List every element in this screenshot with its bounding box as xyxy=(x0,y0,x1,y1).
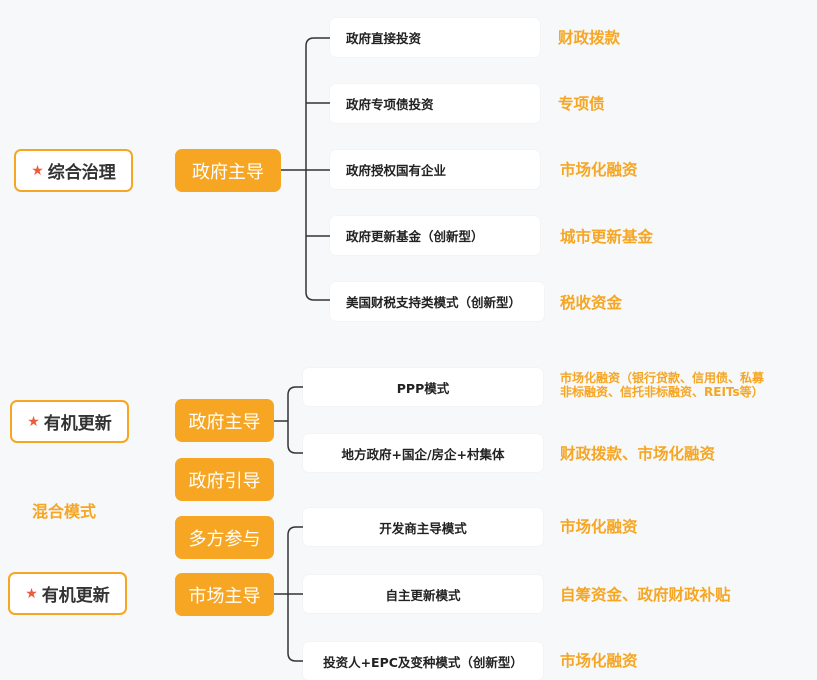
star-icon: ★ xyxy=(31,162,44,179)
leaf-gov-authorized-soe: 政府授权国有企业 xyxy=(330,150,540,189)
hub-market-led: 市场主导 xyxy=(175,573,274,616)
category-organic-renewal-top: ★ 有机更新 xyxy=(10,400,129,443)
funding-market-financing: 市场化融资 xyxy=(560,161,638,179)
category-organic-renewal-bottom: ★ 有机更新 xyxy=(8,572,127,615)
star-icon: ★ xyxy=(27,413,40,430)
hub-government-guided: 政府引导 xyxy=(175,458,274,501)
star-icon: ★ xyxy=(25,585,38,602)
hub-government-led: 政府主导 xyxy=(175,149,281,192)
funding-special-bond: 专项债 xyxy=(558,95,605,113)
leaf-gov-renewal-fund: 政府更新基金（创新型） xyxy=(330,216,540,255)
category-label: 综合治理 xyxy=(47,163,116,183)
mixed-mode-label: 混合模式 xyxy=(32,502,97,521)
funding-urban-renewal-fund: 城市更新基金 xyxy=(560,228,654,246)
funding-tax-revenue: 税收资金 xyxy=(560,294,623,312)
leaf-self-renewal-model: 自主更新模式 xyxy=(303,575,543,613)
leaf-ppp-model: PPP模式 xyxy=(303,368,543,406)
leaf-investor-epc-model: 投资人+EPC及变种模式（创新型） xyxy=(303,642,543,680)
hub-multi-party: 多方参与 xyxy=(175,516,274,559)
leaf-developer-led-model: 开发商主导模式 xyxy=(303,508,543,546)
leaf-gov-direct-investment: 政府直接投资 xyxy=(330,18,540,57)
leaf-us-fiscal-tax-model: 美国财税支持类模式（创新型） xyxy=(330,282,544,321)
funding-line-2: 非标融资、信托非标融资、REITs等） xyxy=(560,385,764,399)
funding-self-raised-subsidy: 自筹资金、政府财政补贴 xyxy=(560,586,731,604)
leaf-local-gov-soe-village: 地方政府+国企/房企+村集体 xyxy=(303,434,543,472)
category-label: 有机更新 xyxy=(43,414,112,434)
category-label: 有机更新 xyxy=(41,586,110,606)
funding-fiscal-and-market: 财政拨款、市场化融资 xyxy=(560,445,716,463)
funding-market-financing-developer: 市场化融资 xyxy=(560,518,638,536)
funding-market-financing-epc: 市场化融资 xyxy=(560,652,638,670)
funding-market-financing-detailed: 市场化融资（银行贷款、信用债、私募 非标融资、信托非标融资、REITs等） xyxy=(560,371,800,399)
funding-fiscal-allocation: 财政拨款 xyxy=(558,29,621,47)
hub-government-led-2: 政府主导 xyxy=(175,399,274,442)
category-comprehensive-governance: ★ 综合治理 xyxy=(14,149,133,192)
funding-line-1: 市场化融资（银行贷款、信用债、私募 xyxy=(560,371,765,385)
leaf-gov-special-bond: 政府专项债投资 xyxy=(330,84,540,123)
